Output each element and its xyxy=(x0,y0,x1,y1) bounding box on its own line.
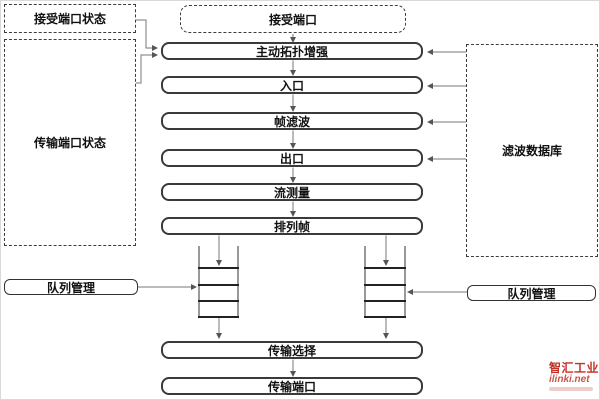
filtering-database-label: 滤波数据库 xyxy=(501,144,562,158)
box-transmission-port-state: 传输端口状态 xyxy=(4,39,136,246)
box-filtering-database: 滤波数据库 xyxy=(466,44,598,257)
queue-flow-arrows xyxy=(138,235,467,339)
box-reception-port: 接受端口 xyxy=(180,5,406,33)
queue-stack-right xyxy=(364,246,406,318)
box-reception-port-state: 接受端口状态 xyxy=(4,4,136,33)
transmission-selection-label: 传输选择 xyxy=(267,343,316,358)
flow-metering-label: 流测量 xyxy=(273,185,310,200)
transmission-port-label: 传输端口 xyxy=(267,379,316,394)
frame-filtering-label: 帧滤波 xyxy=(273,114,310,129)
queue-management-left-label: 队列管理 xyxy=(46,280,95,295)
watermark-logo: 智汇工业 xyxy=(549,361,600,375)
queue-stack-left xyxy=(198,246,239,318)
egress-label: 出口 xyxy=(279,151,304,166)
box-queue-management-right: 队列管理 xyxy=(467,285,596,301)
box-egress: 出口 xyxy=(161,149,423,167)
transmission-port-state-label: 传输端口状态 xyxy=(33,136,106,150)
queue-management-right-label: 队列管理 xyxy=(507,286,556,301)
watermark-domain: ilinki.net xyxy=(549,373,590,385)
watermark-tagline-blur xyxy=(549,387,593,392)
box-transmission-port: 传输端口 xyxy=(161,377,423,395)
box-queuing-frames: 排列帧 xyxy=(161,217,423,235)
reception-port-state-label: 接受端口状态 xyxy=(33,12,106,26)
filter-database-arrows xyxy=(427,49,466,162)
ingress-label: 入口 xyxy=(279,78,304,93)
reception-port-label: 接受端口 xyxy=(268,12,317,27)
box-flow-metering: 流测量 xyxy=(161,183,423,201)
box-transmission-selection: 传输选择 xyxy=(161,341,423,359)
port-state-arrows xyxy=(136,19,158,84)
active-topology-enforcement-label: 主动拓扑增强 xyxy=(255,44,328,59)
box-frame-filtering: 帧滤波 xyxy=(161,112,423,130)
box-ingress: 入口 xyxy=(161,76,423,94)
box-active-topology-enforcement: 主动拓扑增强 xyxy=(161,42,423,60)
queuing-frames-label: 排列帧 xyxy=(273,219,310,234)
watermark: 智汇工业 ilinki.net xyxy=(549,361,600,392)
box-queue-management-left: 队列管理 xyxy=(4,279,138,295)
